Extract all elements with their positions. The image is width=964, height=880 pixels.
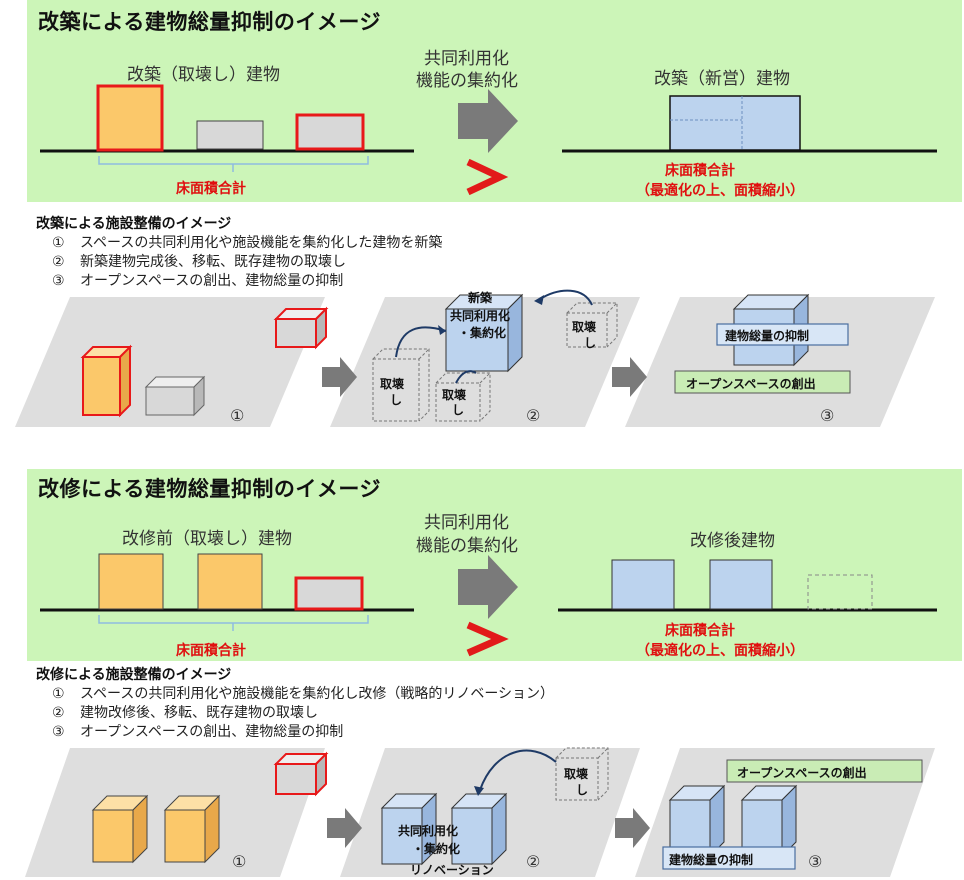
bottom-brace xyxy=(98,615,369,624)
top-middle-line2: 機能の集約化 xyxy=(416,71,518,91)
bottom-step-number-1: ① xyxy=(232,852,247,871)
top-summary-graphic xyxy=(40,84,937,196)
bottom-steps-graphic xyxy=(25,747,935,877)
top-red-outline-building xyxy=(295,113,365,151)
bottom-step2-renovated-cubes xyxy=(380,792,508,866)
top-gray-building xyxy=(196,120,264,150)
top-floor-total: 床面積合計 xyxy=(176,181,246,197)
bottom-reduction-label: 建物総量の抑制 xyxy=(669,853,754,867)
top-reduction-label: 建物総量の抑制 xyxy=(725,329,810,343)
bottom-after-label: 改修後建物 xyxy=(690,531,775,551)
top-curved-arrow-icon-2 xyxy=(455,370,477,384)
top-consolidate-label: ・集約化 xyxy=(458,326,507,340)
bottom-middle-line2: 機能の集約化 xyxy=(416,536,518,556)
bottom-step-arrow-1-icon xyxy=(327,808,362,848)
bottom-step1-red-cube xyxy=(273,751,329,797)
bottom-open-space-label: オープンスペースの創出 xyxy=(737,766,867,780)
bottom-renovated-building-2 xyxy=(709,559,773,610)
top-floor-total-after: 床面積合計 xyxy=(665,163,735,179)
top-step2-new-building-cube xyxy=(444,293,524,373)
top-new-build-label: 新築 xyxy=(468,291,493,305)
bottom-renovated-building-1 xyxy=(611,559,675,610)
bottom-open-space-box xyxy=(726,759,923,783)
top-reduction-box xyxy=(716,323,849,346)
top-step2-demolish-cube-a xyxy=(372,348,430,422)
bottom-floor-total-after-note: （最適化の上、面積縮小） xyxy=(636,643,804,659)
top-step-number-2: ② xyxy=(526,406,541,425)
bottom-section-title: 改修による建物総量抑制のイメージ xyxy=(38,477,381,501)
top-step1-orange-cube xyxy=(80,344,133,418)
top-demolish-b-2: し xyxy=(452,403,465,417)
top-steps-title: 改築による施設整備のイメージ xyxy=(36,216,232,232)
bottom-step1-orange-cube-2 xyxy=(163,794,221,864)
bottom-step-number-2: ② xyxy=(526,852,541,871)
bottom-consolidate-label: ・集約化 xyxy=(412,842,461,856)
bottom-summary-graphic xyxy=(40,553,937,657)
top-compare-symbol xyxy=(466,158,509,196)
bottom-before-label: 改修前（取壊し）建物 xyxy=(122,529,292,549)
top-gray-right-arrow-icon xyxy=(458,89,518,153)
top-floor-total-after-note: （最適化の上、面積縮小） xyxy=(636,183,804,199)
top-demolish-a-1: 取壊 xyxy=(380,377,405,391)
bottom-orange-building-1 xyxy=(98,553,164,610)
bottom-red-outline-building xyxy=(294,576,364,611)
top-brace xyxy=(98,156,369,165)
bottom-renovation-label: リノベーション xyxy=(410,863,494,877)
top-step2-demolish-cube-c xyxy=(566,302,618,348)
top-section-title: 改築による建物総量抑制のイメージ xyxy=(38,10,381,34)
bottom-middle-line1: 共同利用化 xyxy=(424,513,509,533)
top-demolish-c-1: 取壊 xyxy=(572,320,597,334)
bottom-step-number-3: ③ xyxy=(808,852,823,871)
top-step-arrow-1-icon xyxy=(322,357,357,397)
top-after-label: 改築（新営）建物 xyxy=(654,69,790,89)
top-middle-line1: 共同利用化 xyxy=(424,49,509,69)
bottom-floor-total: 床面積合計 xyxy=(176,643,246,659)
top-orange-building xyxy=(96,84,164,152)
top-curved-arrow-icon-3 xyxy=(539,289,593,306)
bottom-gray-right-arrow-icon xyxy=(458,555,518,619)
top-step-arrow-2-icon xyxy=(612,357,647,397)
top-step2-demolish-cube-b xyxy=(435,372,491,422)
bottom-step-arrow-2-icon xyxy=(615,808,650,848)
bottom-steps-title: 改修による施設整備のイメージ xyxy=(36,667,232,683)
bottom-reduction-box xyxy=(662,846,796,870)
bottom-demolish-1: 取壊 xyxy=(564,767,589,781)
top-steps-graphic xyxy=(15,289,935,427)
top-new-building xyxy=(669,95,801,151)
top-step-number-3: ③ xyxy=(820,406,835,425)
bottom-step2-demolish-cube xyxy=(555,747,609,801)
bottom-orange-building-2 xyxy=(197,553,263,610)
bottom-curved-arrow-icon xyxy=(479,749,557,791)
top-open-space-label: オープンスペースの創出 xyxy=(686,377,816,391)
top-demolish-a-2: し xyxy=(390,393,403,407)
top-step1-gray-cube xyxy=(144,375,206,417)
bottom-floor-total-after: 床面積合計 xyxy=(665,623,735,639)
bottom-compare-symbol xyxy=(466,621,509,657)
top-step-number-1: ① xyxy=(230,406,245,425)
bottom-step1-orange-cube-1 xyxy=(91,794,149,864)
top-step1-red-cube xyxy=(273,306,329,350)
top-demolish-b-1: 取壊 xyxy=(442,388,467,402)
bottom-shared-label: 共同利用化 xyxy=(398,824,459,838)
top-demolish-c-2: し xyxy=(584,336,597,350)
top-shared-label: 共同利用化 xyxy=(450,309,511,323)
bottom-removed-building-outline xyxy=(807,574,873,610)
top-before-label: 改築（取壊し）建物 xyxy=(127,65,280,85)
top-open-space-box xyxy=(674,370,851,394)
bottom-demolish-2: し xyxy=(576,783,589,797)
